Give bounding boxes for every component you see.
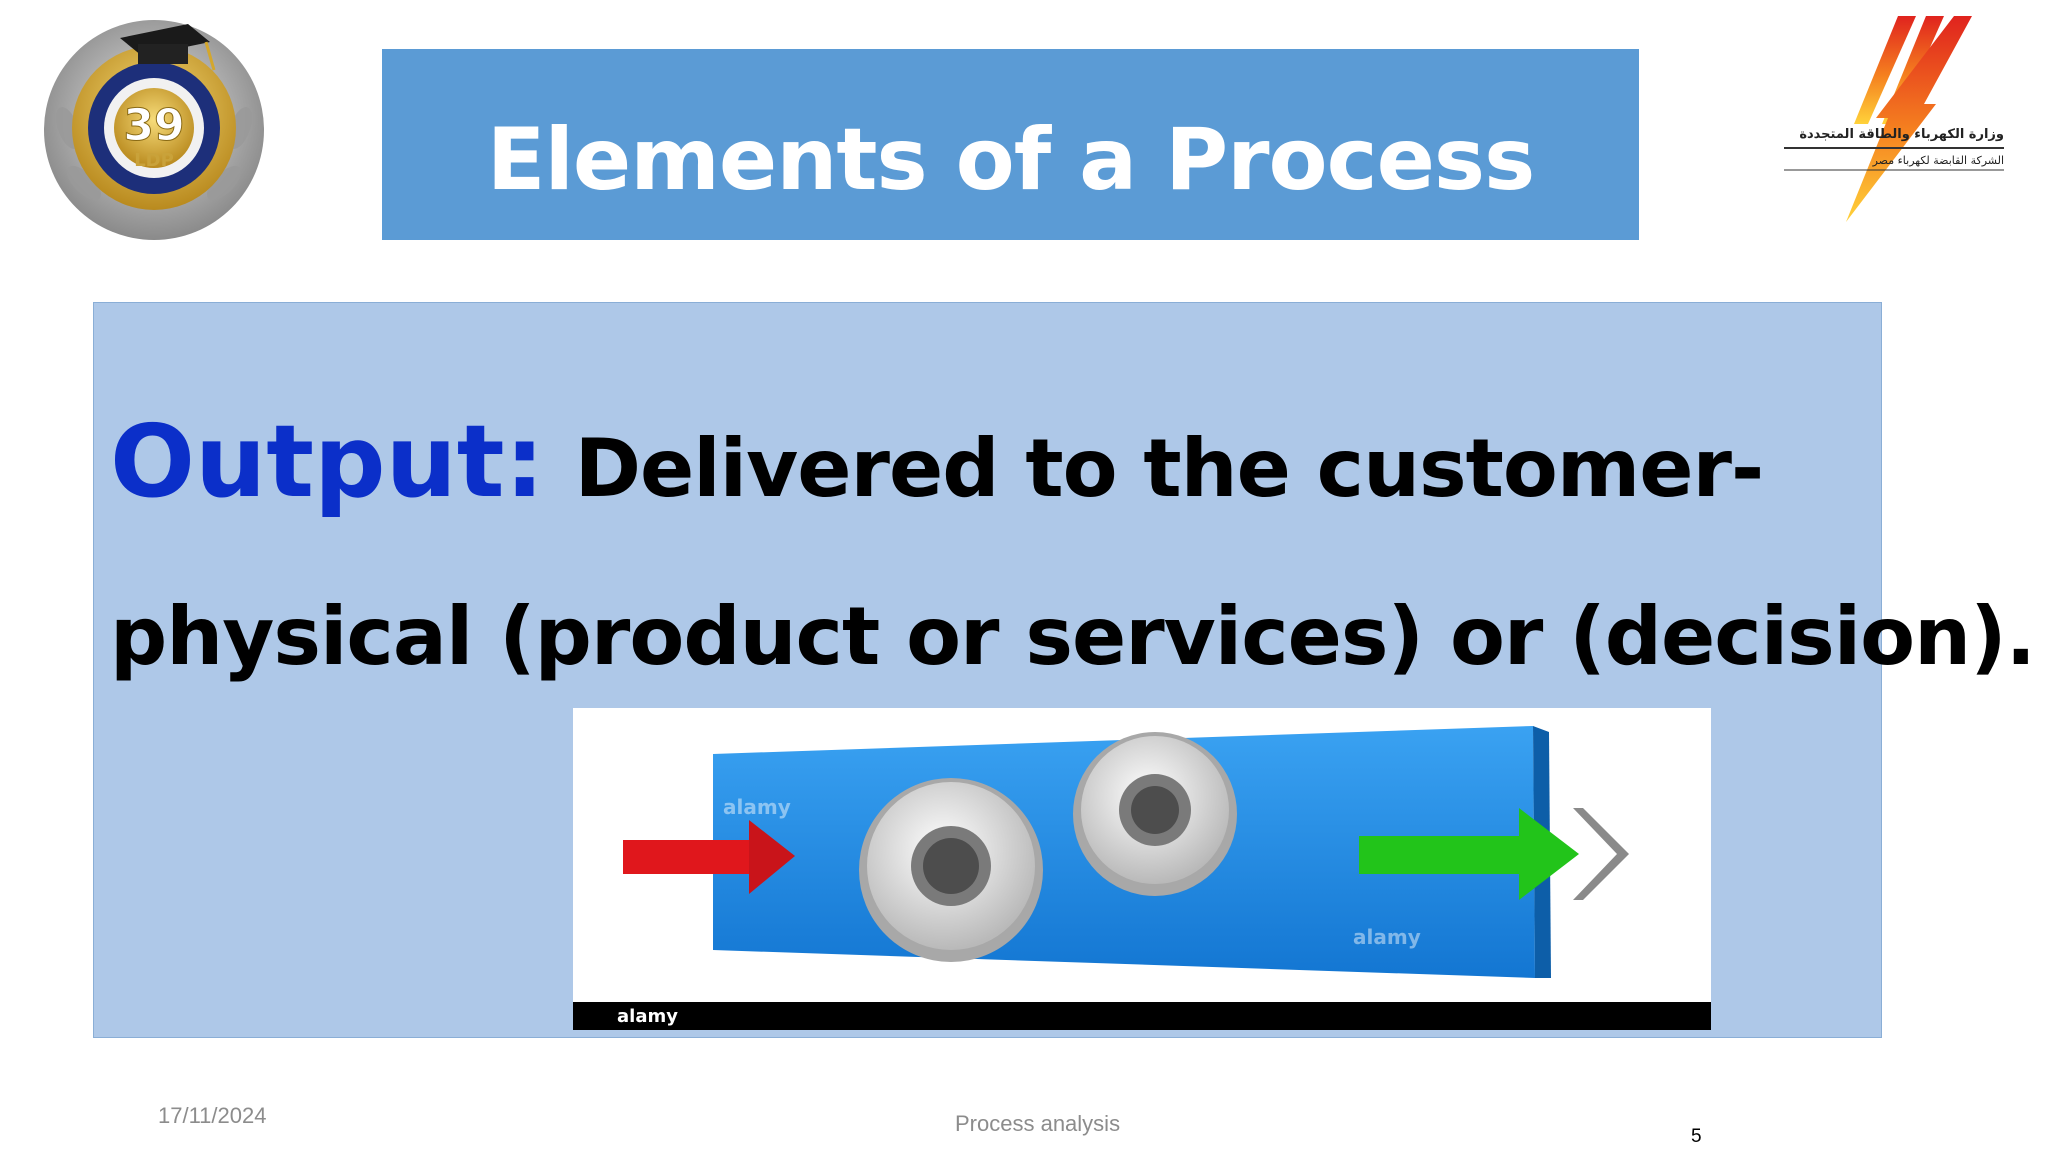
badge-text: LDP [134, 150, 174, 171]
image-watermark: alamy [617, 1006, 678, 1027]
footer-title: Process analysis [955, 1111, 1121, 1136]
gear-icon [859, 778, 1043, 962]
output-line: Output: Delivered to the customer- [110, 403, 1765, 520]
badge-number: 39 [123, 100, 184, 151]
output-description-line2: physical (product or services) or (decis… [110, 590, 2036, 683]
process-gears-image: alamy alamy alamy [573, 708, 1711, 1030]
footer-date: 17/11/2024 [158, 1103, 267, 1128]
slide-title: Elements of a Process [486, 109, 1536, 210]
center-logo-badge: 39 LDP [38, 8, 270, 240]
output-description-line1: Delivered to the customer- [574, 422, 1765, 515]
ministry-name-line1: وزارة الكهرباء والطاقة المتجددة [1799, 127, 2004, 142]
ministry-name-line2: الشركة القابضة لكهرباء مصر [1872, 154, 2004, 167]
image-watermark: alamy [1353, 925, 1421, 949]
slide-number: 5 [1691, 1126, 1702, 1147]
image-watermark: alamy [723, 795, 791, 819]
ministry-logo: وزارة الكهرباء والطاقة المتجددة الشركة ا… [1768, 6, 2018, 226]
gear-icon [1073, 732, 1237, 896]
title-banner: Elements of a Process [382, 49, 1639, 240]
output-label: Output: [110, 403, 545, 520]
